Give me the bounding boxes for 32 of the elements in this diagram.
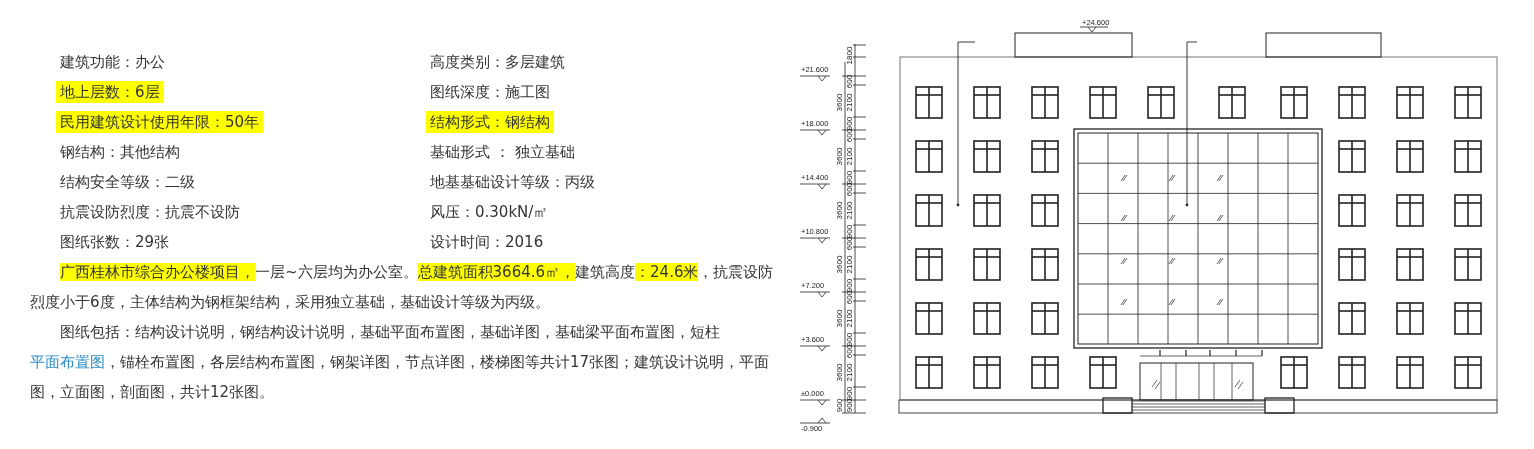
link: 平面布置图 — [30, 353, 105, 371]
paragraph: 广西桂林市综合办公楼项目，一层~六层均为办公室。总建筑面积3664.6㎡，建筑高度：24.6米，抗震设防烈度小于6度，主体结构为钢框架结构，采用独立基础，基础设计等级为丙级。 — [30, 262, 775, 313]
spec-text: 地上层数：6层 — [56, 81, 164, 103]
dimension-text: 2100 — [845, 362, 853, 382]
spec-text: 钢结构：其他结构 — [60, 142, 180, 163]
spec-text: 结构安全等级：二级 — [60, 172, 195, 193]
spec-text: 基础形式 ： 独立基础 — [430, 142, 575, 163]
spec-text: 民用建筑设计使用年限：50年 — [56, 111, 264, 133]
dimension-text: 1800 — [845, 45, 853, 66]
dimension-text: 3600 — [835, 308, 843, 329]
dimension-text: 2100 — [845, 146, 853, 166]
spec-text: 高度类别：多层建筑 — [430, 52, 565, 73]
dimension-text: 3600 — [835, 92, 843, 113]
dimension-text: 3600 — [835, 254, 843, 275]
spec-text: 抗震设防烈度：抗震不设防 — [60, 202, 240, 223]
dimension-text: 2100 — [845, 308, 853, 328]
dimension-text: 2100 — [845, 200, 853, 220]
spec-text: 风压：0.30kN/㎡ — [430, 202, 549, 223]
dimension-text: 900 — [835, 397, 843, 415]
paragraph: 图纸包括：结构设计说明，钢结构设计说明，基础平面布置图，基础详图，基础梁平面布置图，短柱平面布置图，锚栓布置图，各层结构布置图，钢架详图，节点详图，楼梯图等共计17张图；建筑设计说明，平面图，立面图，剖面图，共计12张图。 — [30, 322, 771, 403]
dimension-text: 3600 — [835, 362, 843, 383]
spec-text: 结构形式：钢结构 — [426, 111, 554, 133]
dimension-text: 2100 — [845, 92, 853, 112]
spec-text: 建筑功能：办公 — [60, 52, 165, 73]
spec-text: 图纸张数：29张 — [60, 232, 170, 253]
dimension-text: 3600 — [835, 146, 843, 167]
spec-text: 设计时间：2016 — [430, 232, 544, 253]
dimension-text: 3600 — [835, 200, 843, 221]
spec-text: 图纸深度：施工图 — [430, 82, 550, 103]
dimension-text: 600 — [845, 73, 853, 91]
dimension-text: 2100 — [845, 254, 853, 274]
spec-text: 地基基础设计等级：丙级 — [430, 172, 595, 193]
